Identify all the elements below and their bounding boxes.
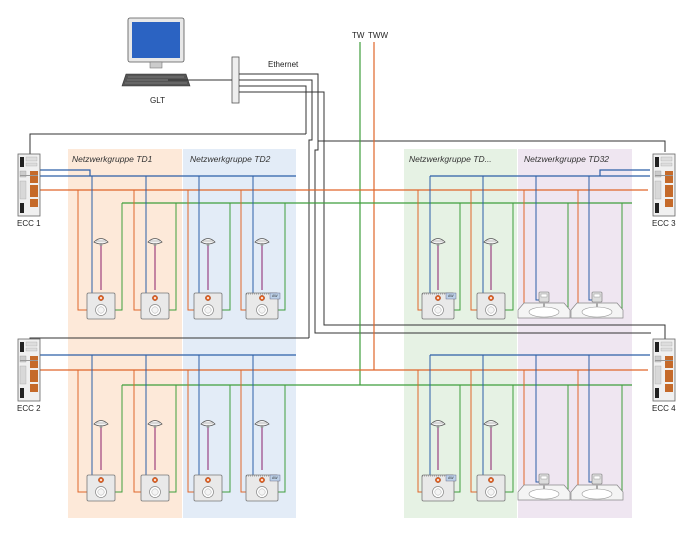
group-td2-label: Netzwerkgruppe TD2	[190, 154, 271, 164]
aw-tag-label: AW	[272, 476, 278, 480]
valve-unit-icon	[86, 474, 116, 502]
valve-unit-icon	[193, 474, 223, 502]
group-td-ellipsis-label: Netzwerkgruppe TD...	[409, 154, 492, 164]
valve-unit-icon	[140, 474, 170, 502]
group-td2-background	[183, 149, 296, 518]
tww-label: TWW	[368, 31, 388, 40]
ecc1-label: ECC 1	[17, 219, 41, 228]
aw-tag-label: AW	[448, 476, 454, 480]
glt-label: GLT	[150, 96, 165, 105]
group-td32-label: Netzwerkgruppe TD32	[524, 154, 609, 164]
ethernet-label: Ethernet	[268, 60, 299, 69]
ethernet-switch	[231, 56, 240, 104]
group-td1-label: Netzwerkgruppe TD1	[72, 154, 153, 164]
valve-unit-icon	[476, 474, 506, 502]
ecc2-label: ECC 2	[17, 404, 41, 413]
ecc-controller-icon	[17, 153, 41, 217]
valve-unit-icon	[86, 292, 116, 320]
group-td1-background	[68, 149, 182, 518]
ecc3-label: ECC 3	[652, 219, 676, 228]
water-pipes	[38, 42, 648, 386]
aw-tag-label: AW	[448, 294, 454, 298]
ecc-controller-icon	[652, 338, 676, 402]
aw-tag-label: AW	[272, 294, 278, 298]
computer-icon	[121, 17, 191, 87]
valve-unit-icon	[193, 292, 223, 320]
valve-unit-icon	[140, 292, 170, 320]
ecc4-label: ECC 4	[652, 404, 676, 413]
tw-label: TW	[352, 31, 365, 40]
ecc-controller-icon	[17, 338, 41, 402]
valve-unit-icon	[476, 292, 506, 320]
ecc-controller-icon	[652, 153, 676, 217]
